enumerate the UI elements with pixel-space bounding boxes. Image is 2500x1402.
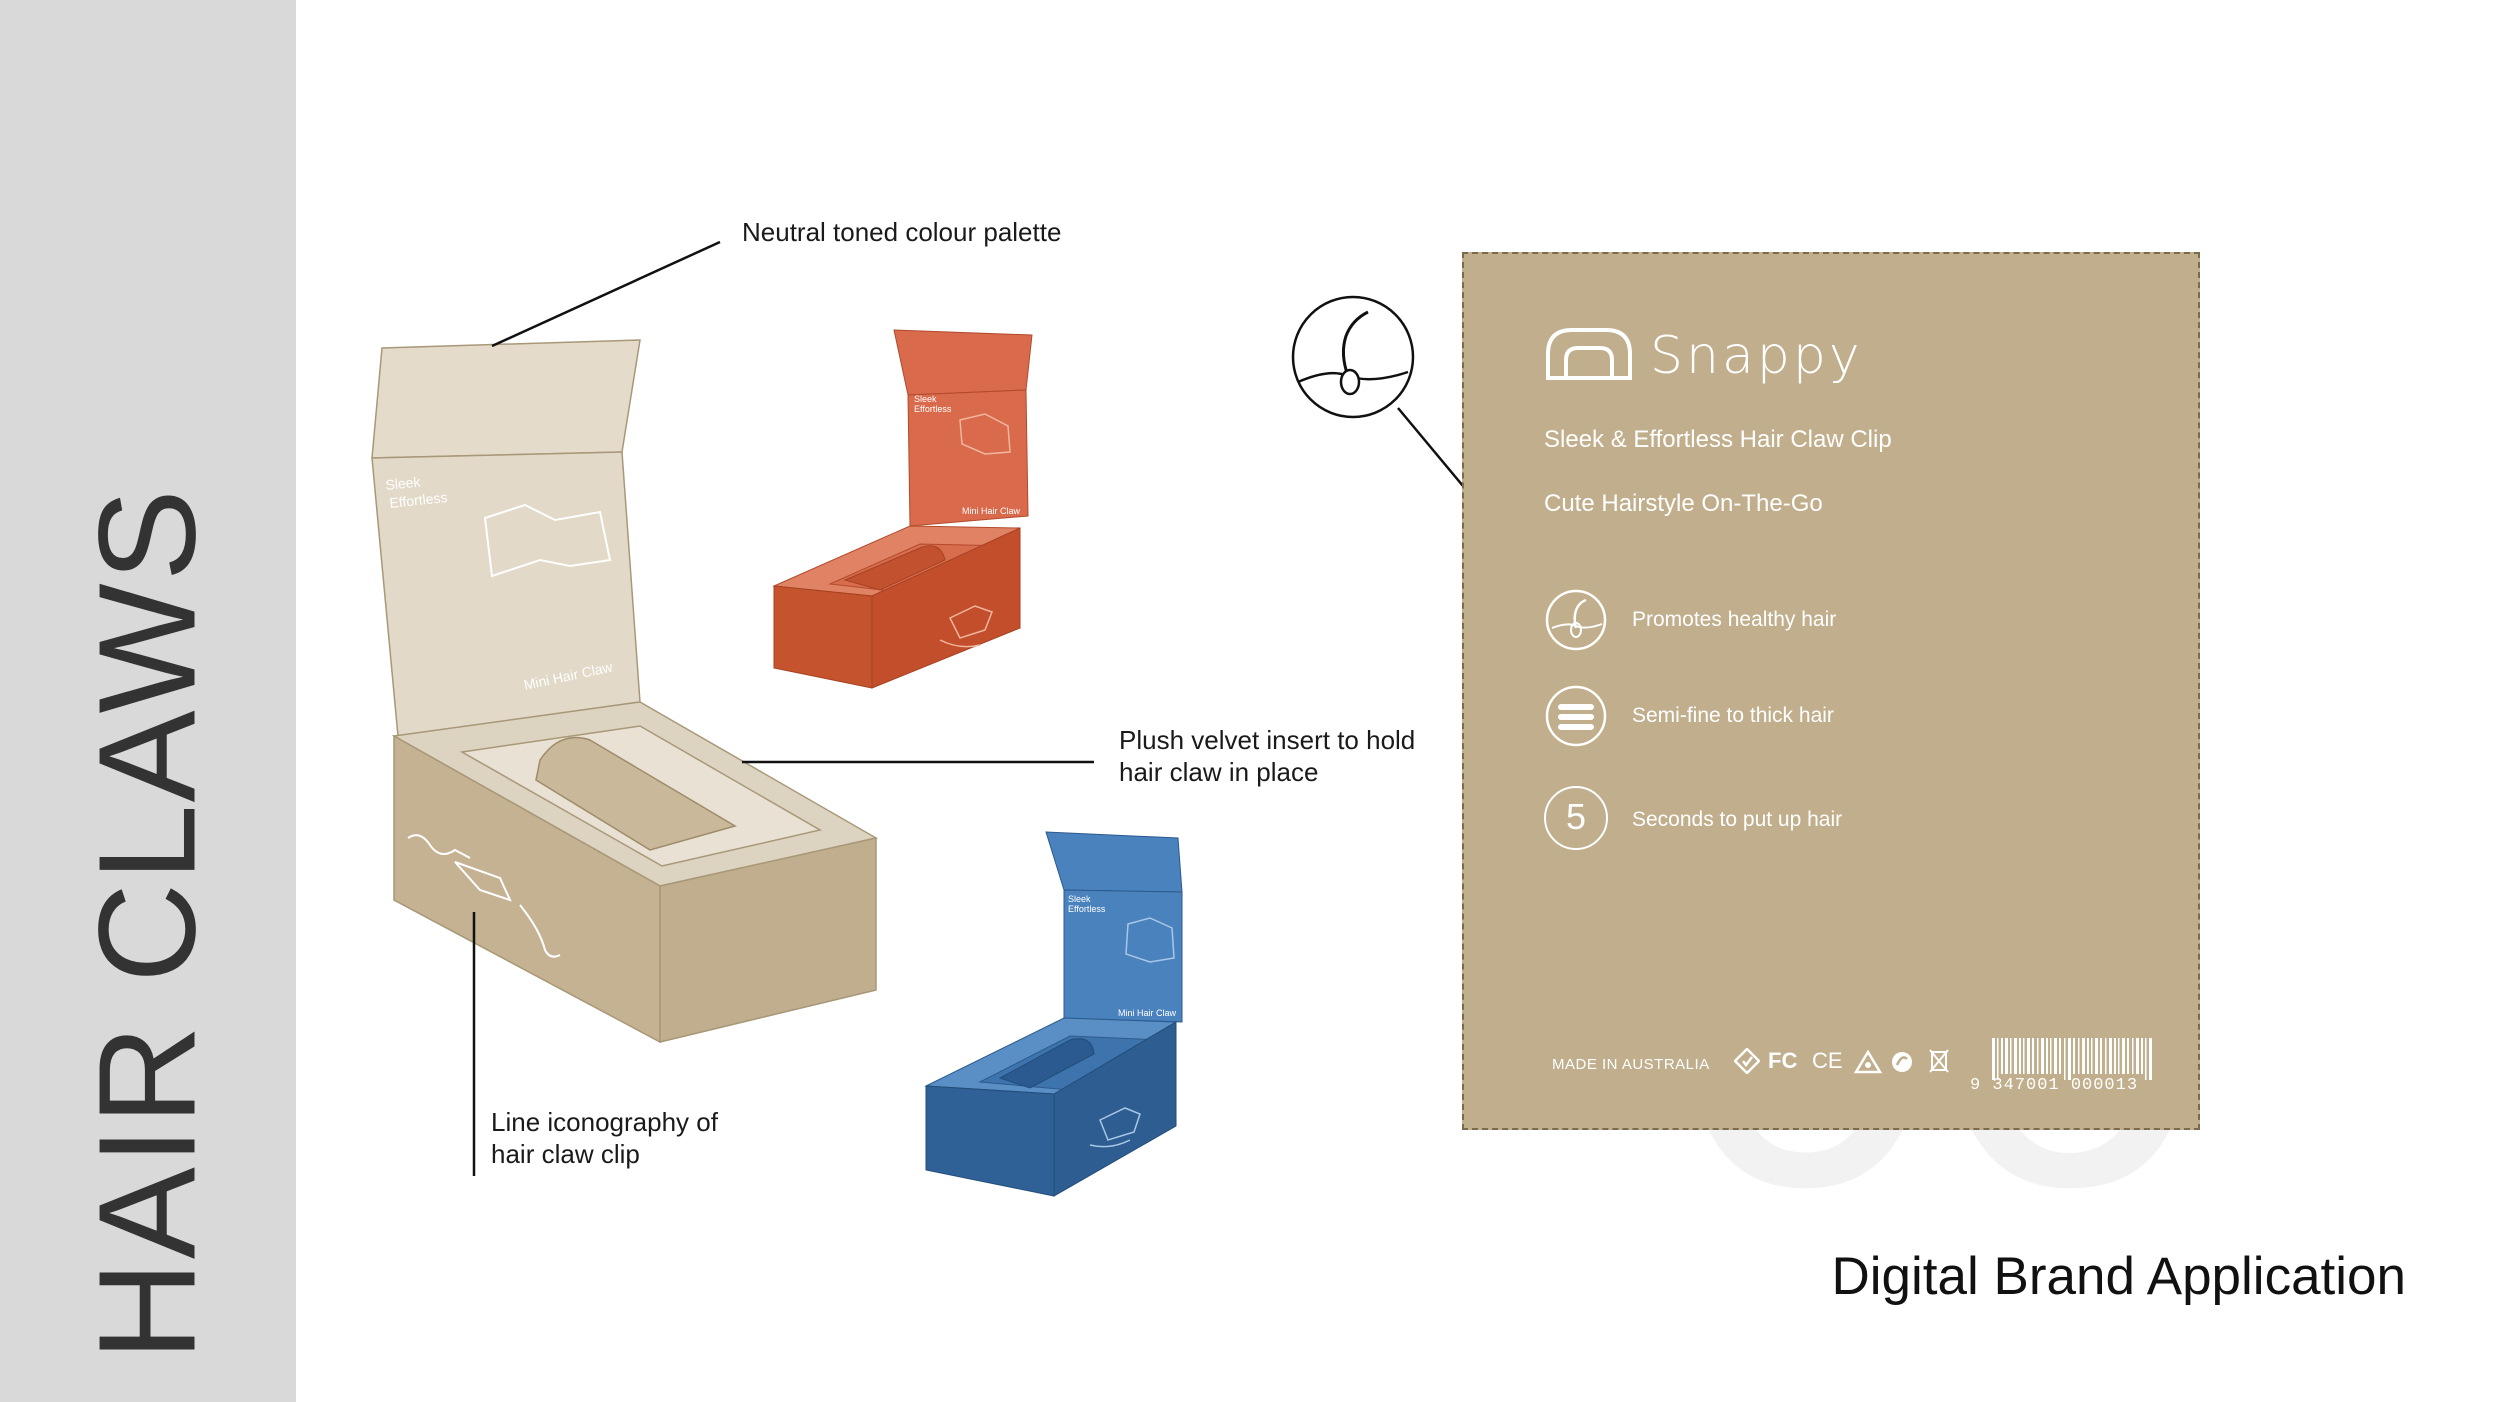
- neutral-box-illustration: Sleek Effortless Mini Hair Claw: [371, 339, 879, 1044]
- made-in-label: MADE IN AUSTRALIA: [1552, 1056, 1710, 1073]
- callout-insert-line2: hair claw in place: [1119, 757, 1319, 787]
- neutral-lid-text-1: Sleek: [385, 473, 422, 493]
- callout-icon-line1: Line iconography of: [491, 1107, 718, 1137]
- hair-strands-icon: [1545, 685, 1607, 747]
- feature-label-3: Seconds to put up hair: [1632, 808, 1843, 831]
- panel-subline: Cute Hairstyle On-The-Go: [1544, 490, 1823, 517]
- sidebar: HAIR CLAWS: [0, 0, 296, 1402]
- hair-claw-logo-icon: [1546, 328, 1632, 380]
- ce-mark: CE: [1812, 1048, 1843, 1073]
- number-five-icon: 5: [1544, 786, 1608, 850]
- hair-follicle-icon: [1545, 589, 1607, 651]
- hair-detail-magnifier: [1291, 295, 1415, 419]
- footer-title: Digital Brand Application: [1831, 1247, 2406, 1306]
- blue-lid-text-1: Sleek: [1068, 894, 1091, 904]
- callout-icon-line2: hair claw clip: [491, 1139, 640, 1169]
- brand-name: Snappy: [1650, 326, 1863, 386]
- blue-lid-product: Mini Hair Claw: [1118, 1008, 1177, 1018]
- panel-tagline: Sleek & Effortless Hair Claw Clip: [1544, 426, 1892, 453]
- neutral-lid-text-2: Effortless: [389, 489, 448, 511]
- fcc-mark: FC: [1768, 1048, 1798, 1073]
- barcode-icon: [1992, 1038, 2152, 1080]
- green-dot-icon: [1892, 1052, 1912, 1072]
- orange-lid-text-1: Sleek: [914, 394, 937, 404]
- orange-box-illustration: Sleek Effortless Mini Hair Claw: [772, 329, 1033, 689]
- packaging-label-panel: Snappy Sleek & Effortless Hair Claw Clip…: [1462, 252, 2200, 1130]
- wheelie-bin-crossed-icon: [1929, 1049, 1949, 1073]
- callout-insert-line1: Plush velvet insert to hold: [1119, 725, 1416, 755]
- barcode-number: 9 347001 000013: [1970, 1076, 2139, 1095]
- callout-iconography: Line iconography of hair claw clip: [491, 1106, 718, 1170]
- rcm-mark-icon: [1734, 1048, 1760, 1074]
- recycle-triangle-icon: [1854, 1050, 1882, 1074]
- blue-box-illustration: Sleek Effortless Mini Hair Claw: [924, 831, 1183, 1197]
- feature-label-1: Promotes healthy hair: [1632, 608, 1837, 631]
- orange-lid-text-2: Effortless: [914, 404, 952, 414]
- orange-lid-product: Mini Hair Claw: [962, 506, 1021, 516]
- callout-palette: Neutral toned colour palette: [742, 217, 1062, 247]
- blue-lid-text-2: Effortless: [1068, 904, 1106, 914]
- feature-label-2: Semi-fine to thick hair: [1632, 704, 1834, 727]
- callout-insert: Plush velvet insert to hold hair claw in…: [1119, 724, 1415, 788]
